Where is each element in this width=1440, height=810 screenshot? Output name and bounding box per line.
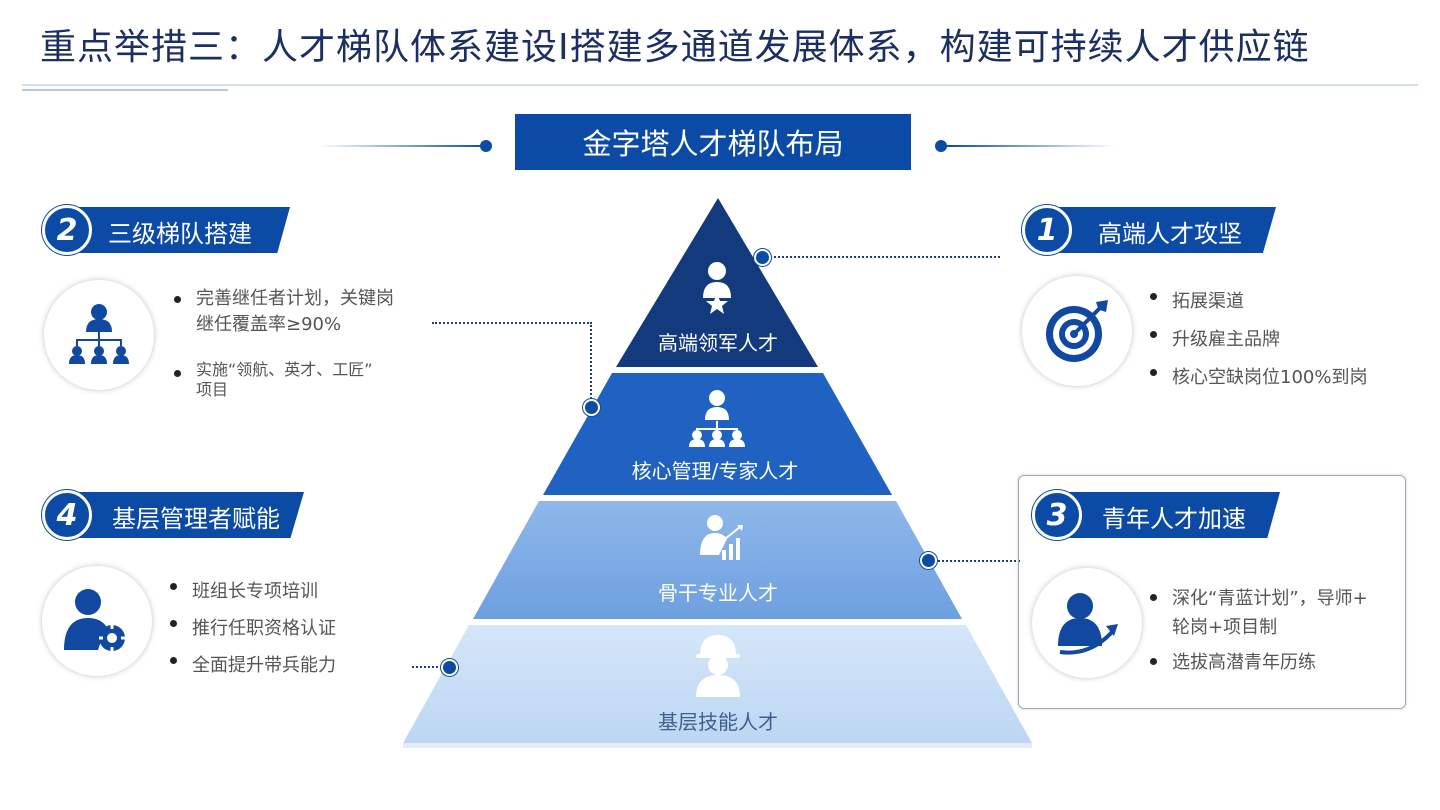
list-item: 深化“青蓝计划”，导师+轮岗+项目制 <box>1146 584 1396 642</box>
section-4-bullets: 班组长专项培训 推行任职资格认证 全面提升带兵能力 <box>166 573 406 684</box>
banner-dot-right <box>935 140 947 152</box>
star-person-icon <box>703 262 731 314</box>
list-item: 班组长专项培训 <box>166 573 406 610</box>
banner-line-right <box>945 145 1115 147</box>
title-divider <box>22 84 1418 86</box>
section-1-title: 高端人才攻坚 <box>1098 220 1242 248</box>
section-3-bullets: 深化“青蓝计划”，导师+轮岗+项目制 选拔高潜青年历练 <box>1146 584 1396 677</box>
list-item: 推行任职资格认证 <box>166 610 406 647</box>
pyramid-tier-1-label: 高端领军人才 <box>658 331 778 355</box>
section-2-number: 2 <box>42 205 92 255</box>
banner-dot-left <box>480 140 492 152</box>
pyramid-tier-2-label: 核心管理/专家人才 <box>631 459 799 483</box>
section-2-bullets: 完善继任者计划，关键岗继任覆盖率≥90% 实施“领航、英才、工匠”项目 <box>170 286 430 400</box>
list-item: 完善继任者计划，关键岗继任覆盖率≥90% <box>170 286 430 338</box>
org-chart-icon <box>689 390 745 447</box>
section-2-icon-badge <box>44 280 154 390</box>
target-icon <box>1046 300 1108 362</box>
leader-dot-2 <box>583 399 600 416</box>
section-3-title: 青年人才加速 <box>1102 505 1246 533</box>
pyramid-banner: 金字塔人才梯队布局 <box>515 114 911 170</box>
section-2-title: 三级梯队搭建 <box>108 220 252 248</box>
growth-person-icon <box>700 515 743 560</box>
banner-line-left <box>318 145 488 147</box>
leader-dot-3 <box>920 552 937 569</box>
list-item: 核心空缺岗位100%到岗 <box>1146 359 1426 397</box>
worker-helmet-icon <box>696 635 740 697</box>
list-item: 升级雇主品牌 <box>1146 321 1426 359</box>
section-4-icon-badge <box>42 566 152 676</box>
section-3-icon-badge <box>1032 568 1142 678</box>
section-3-number: 3 <box>1032 490 1082 540</box>
leader-line-2 <box>432 322 592 324</box>
list-item: 选拔高潜青年历练 <box>1146 648 1396 677</box>
section-2-header: 2 三级梯队搭建 <box>42 205 290 255</box>
list-item: 拓展渠道 <box>1146 283 1426 321</box>
section-4-title: 基层管理者赋能 <box>112 505 280 533</box>
section-1-bullets: 拓展渠道 升级雇主品牌 核心空缺岗位100%到岗 <box>1146 283 1426 397</box>
person-arrow-icon <box>1058 593 1118 655</box>
leader-line-3 <box>935 560 1020 562</box>
section-4-header: 4 基层管理者赋能 <box>42 490 304 540</box>
title-accent-divider <box>22 89 228 91</box>
page-title: 重点举措三：人才梯队体系建设I搭建多通道发展体系，构建可持续人才供应链 <box>40 27 1310 68</box>
talent-pyramid <box>403 198 1032 748</box>
section-1-header: 1 高端人才攻坚 <box>1022 205 1276 255</box>
list-item: 实施“领航、英才、工匠”项目 <box>170 360 430 400</box>
leader-line-2-vertical <box>590 322 592 402</box>
pyramid-tier-3-label: 骨干专业人才 <box>658 581 778 605</box>
section-4-number: 4 <box>42 490 92 540</box>
leader-line-4 <box>412 666 442 668</box>
leader-dot-1 <box>754 249 771 266</box>
list-item: 全面提升带兵能力 <box>166 647 406 684</box>
section-1-number: 1 <box>1022 205 1072 255</box>
section-3-card <box>1018 475 1406 709</box>
leader-dot-4 <box>441 659 458 676</box>
leader-line-1 <box>765 256 1000 258</box>
person-gear-icon <box>64 589 125 651</box>
pyramid-tier-4-label: 基层技能人才 <box>658 710 778 734</box>
section-1-icon-badge <box>1022 276 1132 386</box>
pyramid-tier-3 <box>473 501 962 619</box>
section-3-header: 3 青年人才加速 <box>1032 490 1280 540</box>
org-chart-icon <box>69 304 129 364</box>
